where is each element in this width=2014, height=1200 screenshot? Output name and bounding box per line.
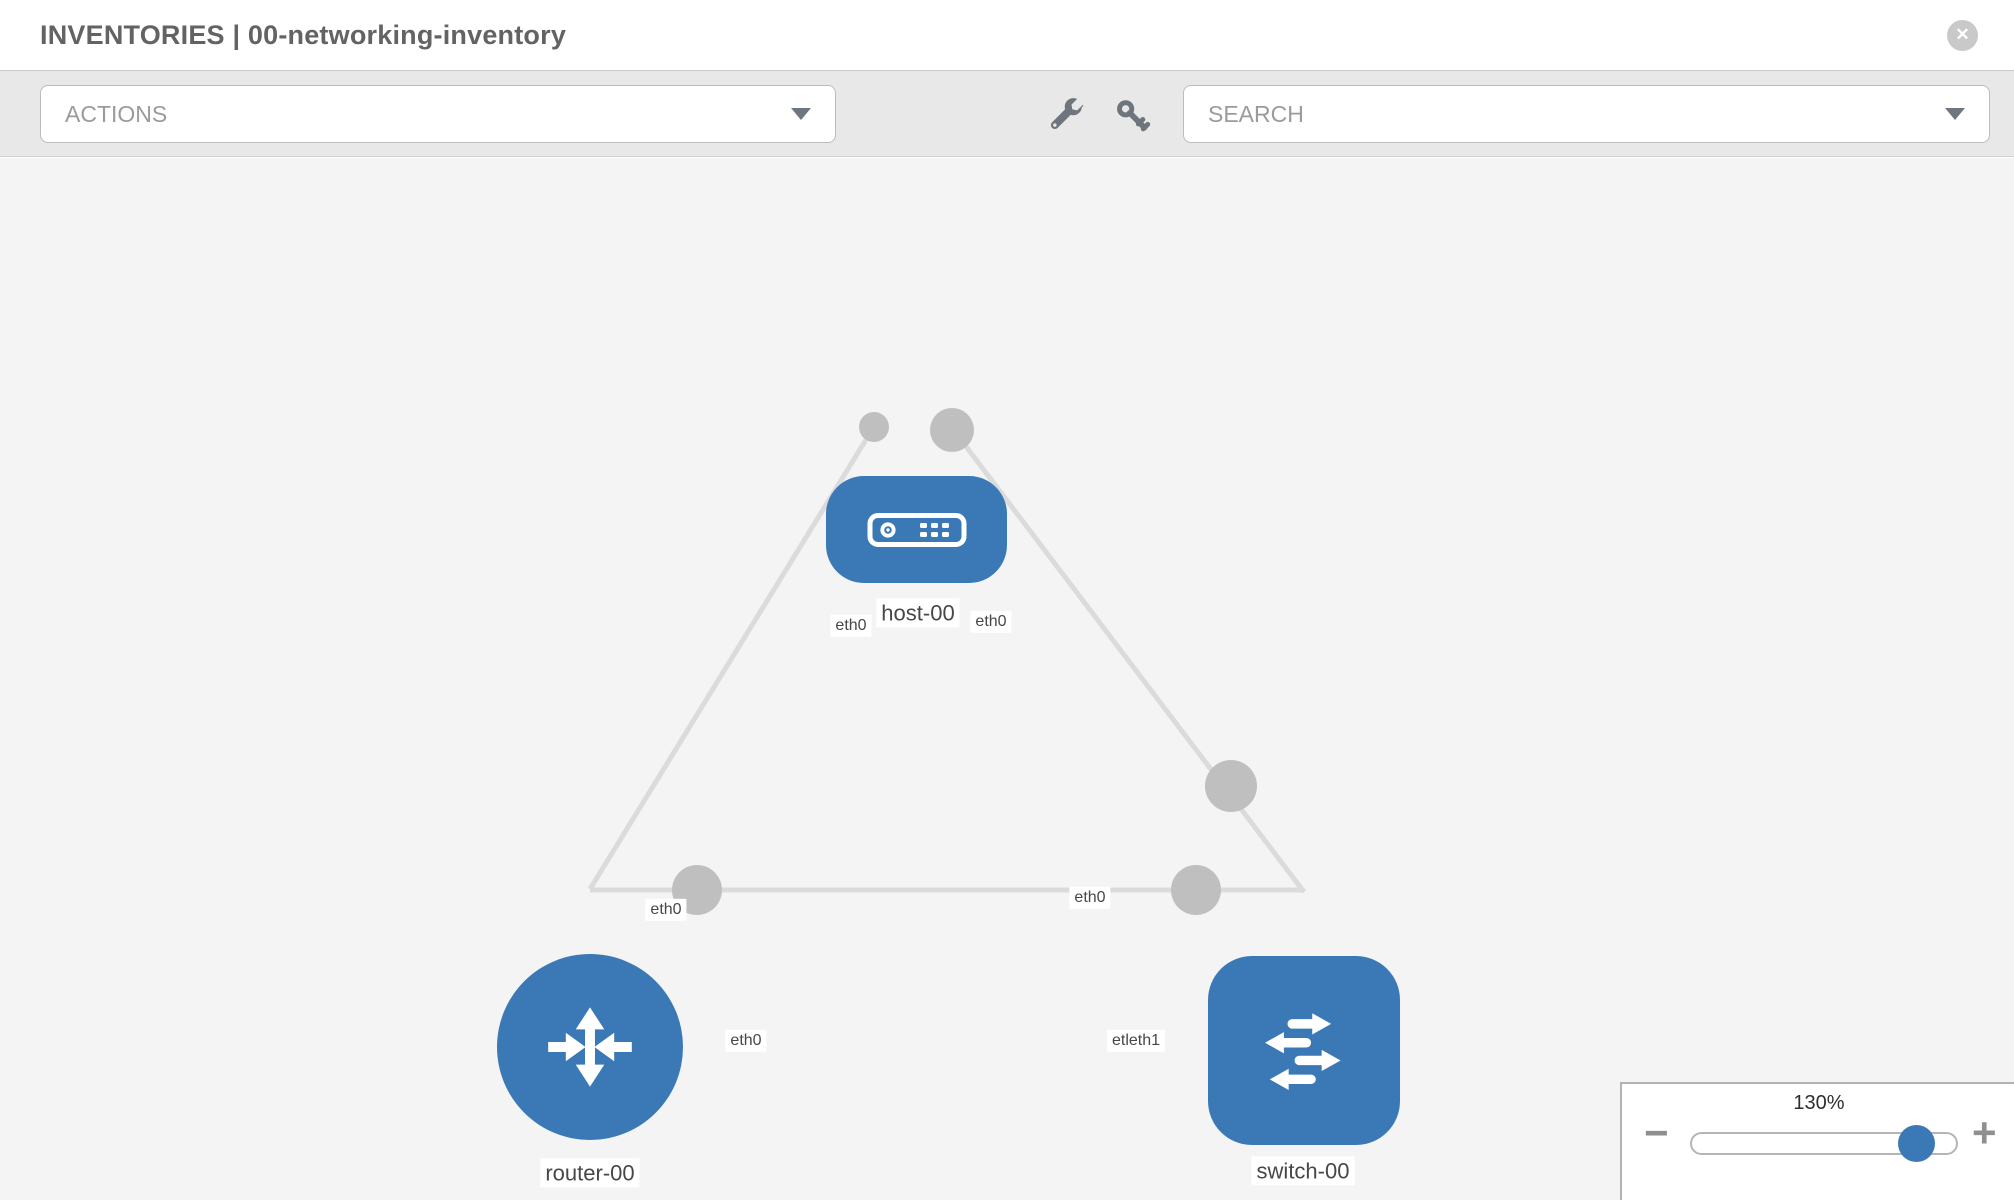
- node-label-router: router-00: [540, 1158, 640, 1188]
- zoom-slider-thumb[interactable]: [1898, 1125, 1935, 1162]
- topology-canvas[interactable]: host-00 router-00 switch-00 eth0 eth0 et…: [0, 158, 2014, 1200]
- actions-dropdown-label: ACTIONS: [65, 100, 168, 127]
- interface-label: eth0: [970, 610, 1012, 634]
- port-host-right: [930, 408, 974, 452]
- node-switch-00[interactable]: [1208, 956, 1400, 1145]
- chevron-down-icon: [791, 108, 811, 120]
- port-switch-left: [1171, 865, 1221, 915]
- interface-label: etleth1: [1106, 1029, 1166, 1053]
- zoom-panel: 130% − +: [1620, 1082, 2014, 1200]
- zoom-in-button[interactable]: +: [1972, 1109, 1997, 1156]
- switch-icon: [1265, 1012, 1341, 1090]
- page-title: INVENTORIES | 00-networking-inventory: [40, 19, 567, 50]
- host-icon: [867, 512, 966, 547]
- topology-links: [587, 408, 1306, 915]
- close-icon[interactable]: ✕: [1947, 19, 1978, 51]
- actions-dropdown[interactable]: ACTIONS: [40, 85, 836, 143]
- zoom-out-button[interactable]: −: [1644, 1109, 1669, 1156]
- chevron-down-icon: [1945, 108, 1965, 120]
- zoom-level: 130%: [1793, 1092, 1845, 1114]
- node-router-00[interactable]: [497, 954, 683, 1140]
- search-dropdown[interactable]: SEARCH: [1183, 85, 1990, 143]
- topology-toolbar: ACTIONS SEARCH: [0, 70, 2014, 157]
- inventory-header: INVENTORIES | 00-networking-inventory ✕: [0, 0, 2014, 70]
- interface-label: eth0: [725, 1029, 767, 1053]
- interface-label: eth0: [1069, 886, 1111, 910]
- node-label-host: host-00: [876, 598, 960, 628]
- link-host-switch: [950, 426, 1306, 894]
- interface-label: eth0: [645, 898, 687, 922]
- port-host-left: [859, 412, 889, 442]
- node-host-00[interactable]: [826, 476, 1007, 583]
- zoom-slider[interactable]: [1690, 1125, 1958, 1162]
- key-icon[interactable]: [1115, 99, 1153, 137]
- interface-label: eth0: [830, 614, 872, 638]
- node-label-switch: switch-00: [1251, 1156, 1355, 1186]
- wrench-icon[interactable]: [1047, 96, 1085, 134]
- port-switch-top: [1205, 760, 1257, 812]
- search-dropdown-label: SEARCH: [1208, 100, 1304, 127]
- router-icon: [548, 1007, 632, 1087]
